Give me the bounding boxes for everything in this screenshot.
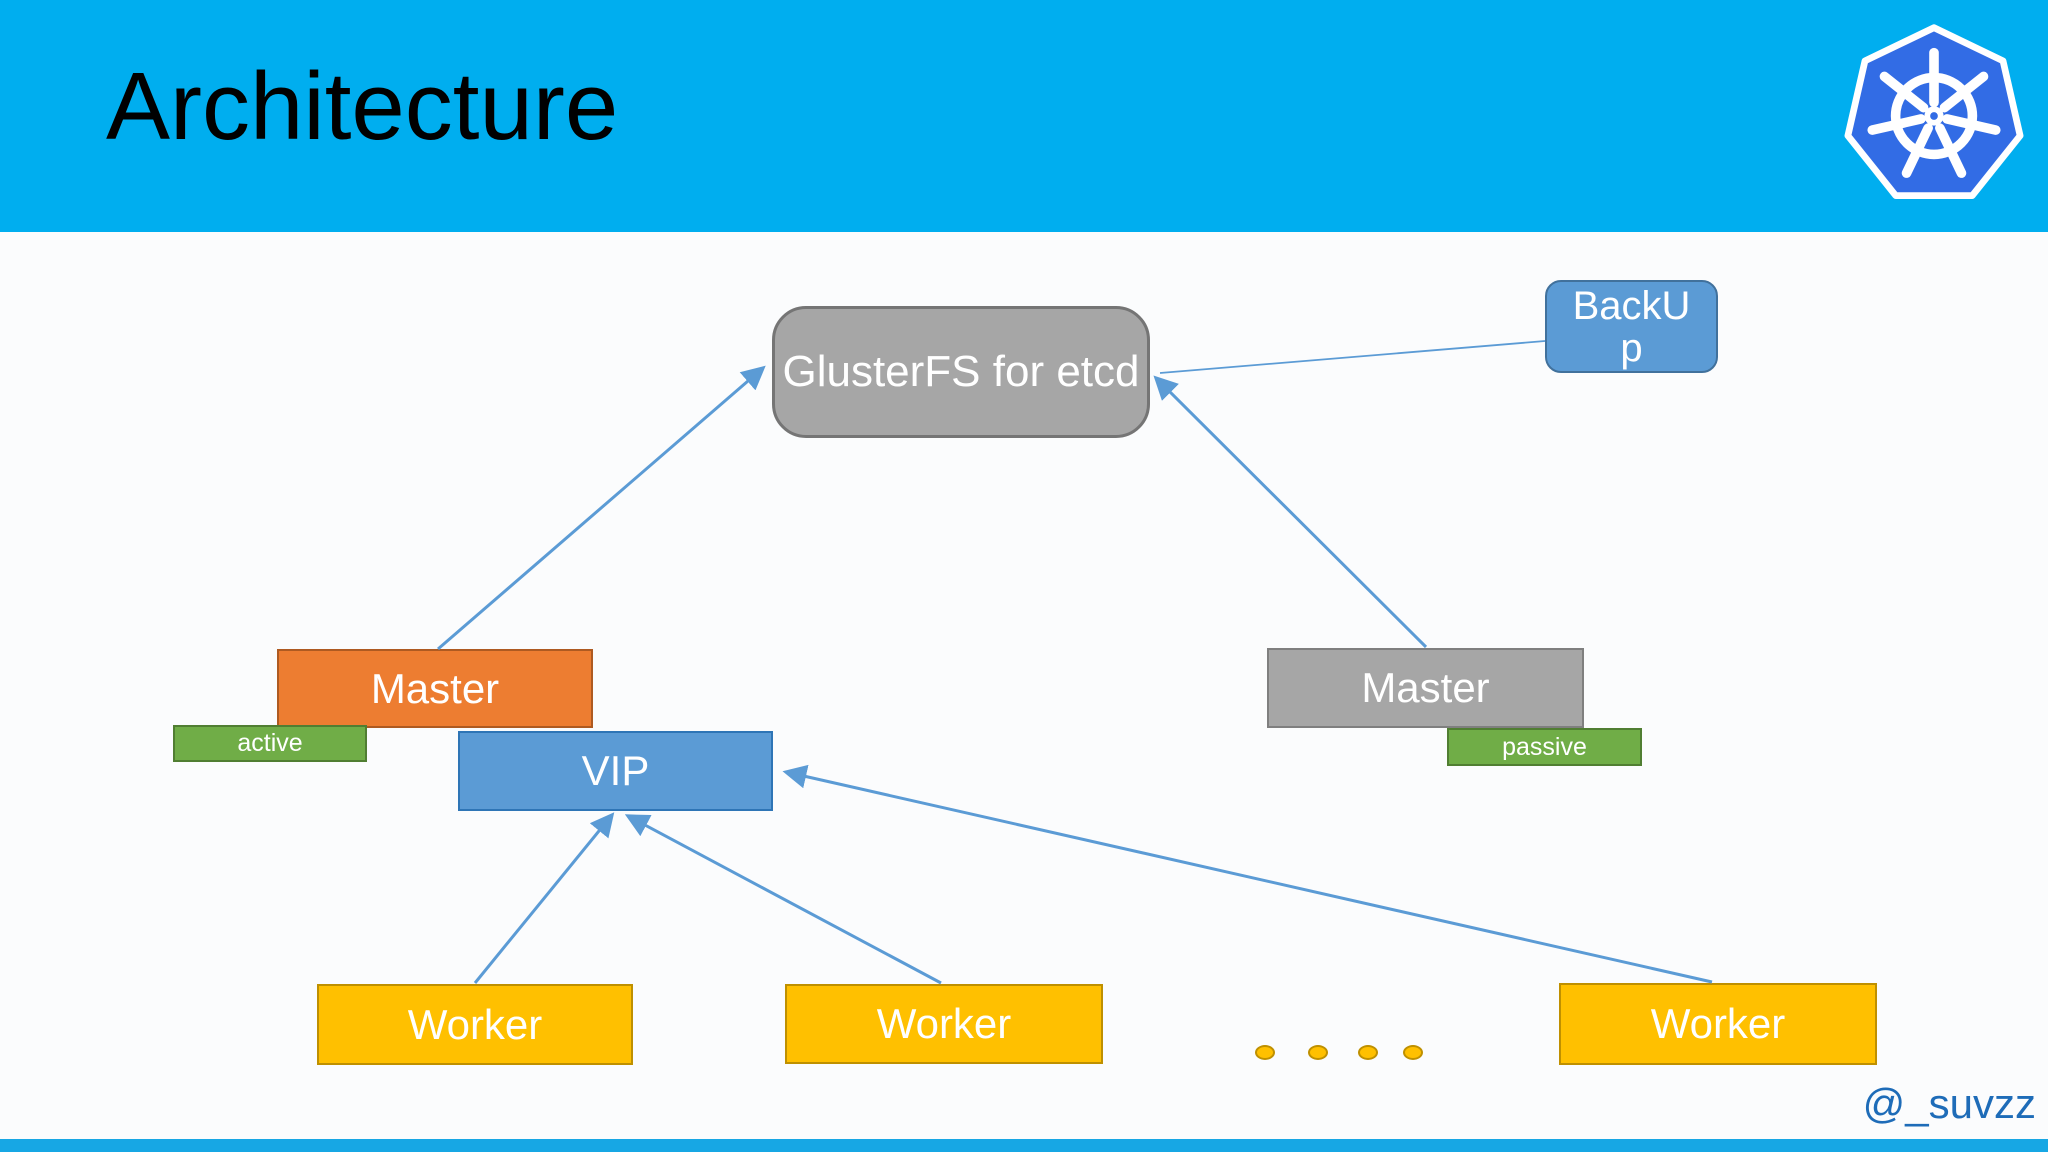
footer-bar — [0, 1139, 2048, 1152]
node-worker-3: Worker — [1559, 983, 1877, 1065]
tag-active: active — [173, 725, 367, 762]
helm-wheel-icon — [1867, 47, 2001, 178]
node-master-passive: Master — [1267, 648, 1584, 728]
tag-label: active — [237, 729, 303, 757]
page-title: Architecture — [106, 53, 619, 160]
ellipsis-dot — [1308, 1045, 1328, 1060]
line-backup-to-glusterfs — [1159, 340, 1546, 374]
node-label: BackUp — [1572, 283, 1691, 370]
node-vip: VIP — [458, 731, 773, 811]
arrow-worker2-to-vip — [624, 814, 942, 985]
tag-label: passive — [1502, 732, 1587, 761]
node-label: VIP — [581, 747, 650, 794]
ellipsis-dot — [1255, 1045, 1275, 1060]
arrow-master-active-to-glusterfs — [437, 365, 766, 651]
arrow-worker3-to-vip — [782, 764, 1713, 984]
node-label: Worker — [1650, 1000, 1786, 1047]
header-band: Architecture — [0, 0, 2048, 232]
node-worker-1: Worker — [317, 984, 633, 1065]
arrow-master-passive-to-glusterfs — [1153, 375, 1428, 649]
node-label: Master — [370, 664, 500, 712]
node-backup: BackUp — [1545, 280, 1718, 373]
node-label: Worker — [876, 1000, 1012, 1047]
node-glusterfs: GlusterFS for etcd — [772, 306, 1150, 438]
wheel-hub-hole — [1930, 112, 1938, 120]
node-master-active: Master — [277, 649, 593, 728]
twitter-handle: @_suvzz — [1862, 1080, 2036, 1127]
node-label: GlusterFS for etcd — [782, 347, 1140, 396]
node-label: Worker — [407, 1000, 543, 1048]
ellipsis-dot — [1358, 1045, 1378, 1060]
ellipsis-dot — [1403, 1045, 1423, 1060]
tag-passive: passive — [1447, 728, 1642, 766]
kubernetes-logo-icon — [1844, 24, 2024, 199]
node-worker-2: Worker — [785, 984, 1103, 1064]
node-label: Master — [1361, 664, 1490, 711]
arrow-worker1-to-vip — [473, 812, 615, 984]
